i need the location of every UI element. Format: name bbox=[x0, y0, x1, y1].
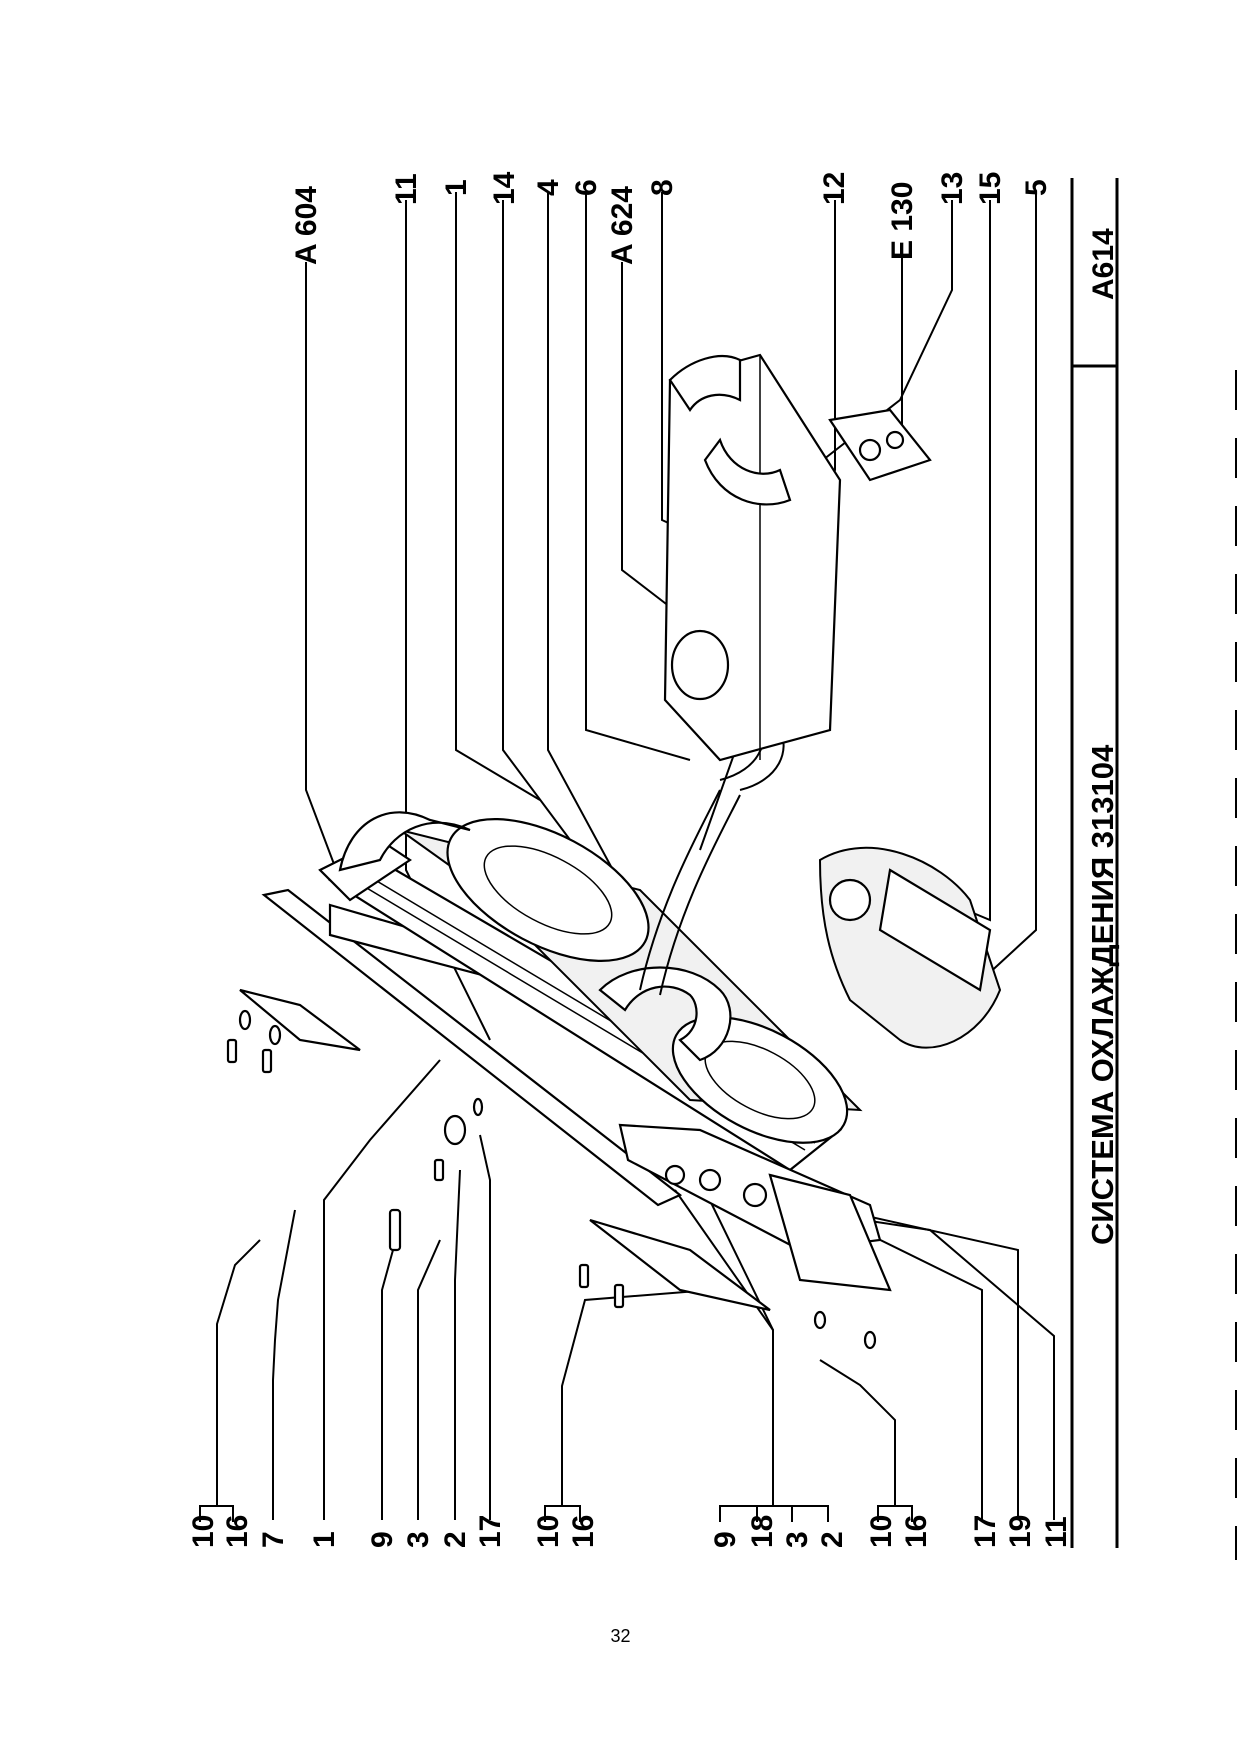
label-13: 13 bbox=[936, 172, 969, 205]
label-14: 14 bbox=[488, 171, 521, 205]
leader-11-top bbox=[405, 200, 491, 1041]
label-15: 15 bbox=[974, 172, 1007, 205]
label-1-bottom: 1 bbox=[308, 1531, 341, 1548]
title-block bbox=[1070, 178, 1237, 1560]
leader-5 bbox=[959, 192, 1037, 1001]
sleeve-3 bbox=[433, 1158, 445, 1182]
hose-clamp-5 bbox=[828, 878, 872, 922]
page-number: 32 bbox=[610, 1626, 631, 1646]
hose-to-tank-2 bbox=[659, 794, 741, 996]
label-e130: E 130 bbox=[886, 182, 919, 260]
label-6: 6 bbox=[570, 179, 603, 196]
label-11-top: 11 bbox=[390, 173, 423, 205]
bolt-10-b bbox=[261, 1048, 273, 1074]
bottom-labels: 10 16 7 1 9 3 2 17 10 16 9 18 3 2 10 16 … bbox=[187, 1515, 1073, 1548]
assembly-drawing bbox=[226, 353, 1002, 1350]
label-3-a: 3 bbox=[402, 1531, 435, 1548]
bracket-7 bbox=[239, 988, 361, 1052]
leader-7 bbox=[272, 1209, 296, 1520]
leader-10-16-a bbox=[216, 1239, 261, 1506]
leader-9-18-3-2 bbox=[674, 1189, 774, 1506]
label-2-a: 2 bbox=[439, 1531, 472, 1548]
label-4: 4 bbox=[532, 179, 565, 196]
leader-6 bbox=[585, 192, 691, 761]
diagram-title: СИСТЕМА ОХЛАЖДЕНИЯ 313104 bbox=[1085, 744, 1120, 1245]
bolt-10-d bbox=[613, 1283, 625, 1309]
radiator-rail bbox=[261, 888, 683, 1207]
label-a624: A 624 bbox=[606, 186, 639, 265]
washer-16-c bbox=[813, 1310, 827, 1330]
upper-hose bbox=[338, 811, 471, 872]
leader-lines bbox=[199, 192, 1055, 1522]
top-labels: A 604 11 1 14 4 6 A 624 8 12 E 130 13 15… bbox=[290, 171, 1053, 265]
washer-16-b bbox=[268, 1024, 282, 1046]
bolt-9 bbox=[388, 1208, 402, 1252]
leader-2-a bbox=[454, 1169, 461, 1520]
expansion-tank-cap bbox=[670, 629, 730, 701]
label-2-b: 2 bbox=[816, 1531, 849, 1548]
leader-10-16-b bbox=[561, 1289, 711, 1506]
label-11-bottom: 11 bbox=[1040, 1516, 1073, 1548]
leader-a604 bbox=[305, 262, 341, 881]
heater-hose bbox=[703, 437, 792, 506]
lower-hose bbox=[598, 966, 732, 1062]
label-17-a: 17 bbox=[474, 1515, 507, 1548]
washer-17 bbox=[472, 1097, 484, 1117]
label-3-b: 3 bbox=[781, 1531, 814, 1548]
leader-4 bbox=[547, 192, 641, 921]
leader-11-bottom bbox=[829, 1214, 1055, 1520]
side-support bbox=[768, 1173, 892, 1292]
label-19: 19 bbox=[1004, 1515, 1037, 1548]
label-1-top: 1 bbox=[440, 179, 473, 196]
leader-3-a bbox=[417, 1239, 441, 1520]
expansion-tank bbox=[663, 353, 842, 762]
label-12: 12 bbox=[818, 172, 851, 205]
label-18: 18 bbox=[746, 1515, 779, 1548]
hose-to-tank-1 bbox=[639, 789, 721, 991]
cushion-18-b bbox=[698, 1168, 722, 1192]
thermo-switch-e130 bbox=[828, 408, 932, 482]
bolt-10-a bbox=[226, 1038, 238, 1064]
washer-16-a bbox=[238, 1009, 252, 1031]
washer-16-d bbox=[863, 1330, 877, 1350]
bolt-10-c bbox=[578, 1263, 590, 1289]
heater-hose-8 bbox=[668, 355, 742, 412]
engine-bracket bbox=[878, 868, 992, 992]
leader-14 bbox=[502, 200, 601, 881]
leader-9-a bbox=[381, 1249, 394, 1520]
label-9-a: 9 bbox=[366, 1531, 399, 1548]
label-17-b: 17 bbox=[969, 1515, 1002, 1548]
label-a604: A 604 bbox=[290, 186, 323, 265]
leader-10-16-c bbox=[819, 1359, 896, 1506]
leader-17-a bbox=[479, 1134, 491, 1520]
label-9-b: 9 bbox=[709, 1531, 742, 1548]
label-16-a: 16 bbox=[221, 1515, 254, 1548]
lower-bracket bbox=[589, 1218, 771, 1312]
leader-17-b bbox=[859, 1229, 983, 1520]
leader-19 bbox=[839, 1209, 1019, 1520]
label-10-b: 10 bbox=[532, 1515, 565, 1548]
label-7: 7 bbox=[257, 1531, 290, 1548]
cushion-18-a bbox=[664, 1164, 686, 1186]
bush-2 bbox=[443, 1114, 467, 1146]
label-5: 5 bbox=[1020, 179, 1053, 196]
leader-1-top bbox=[455, 192, 541, 801]
label-10-a: 10 bbox=[187, 1515, 220, 1548]
leader-15 bbox=[869, 200, 991, 922]
label-10-c: 10 bbox=[865, 1515, 898, 1548]
diagram-code: A614 bbox=[1087, 228, 1120, 300]
label-16-b: 16 bbox=[567, 1515, 600, 1548]
cushion-19-a bbox=[742, 1182, 768, 1208]
label-8: 8 bbox=[646, 179, 679, 196]
label-16-c: 16 bbox=[900, 1515, 933, 1548]
leader-1-bottom bbox=[323, 1059, 441, 1520]
fan-1 bbox=[446, 818, 650, 962]
